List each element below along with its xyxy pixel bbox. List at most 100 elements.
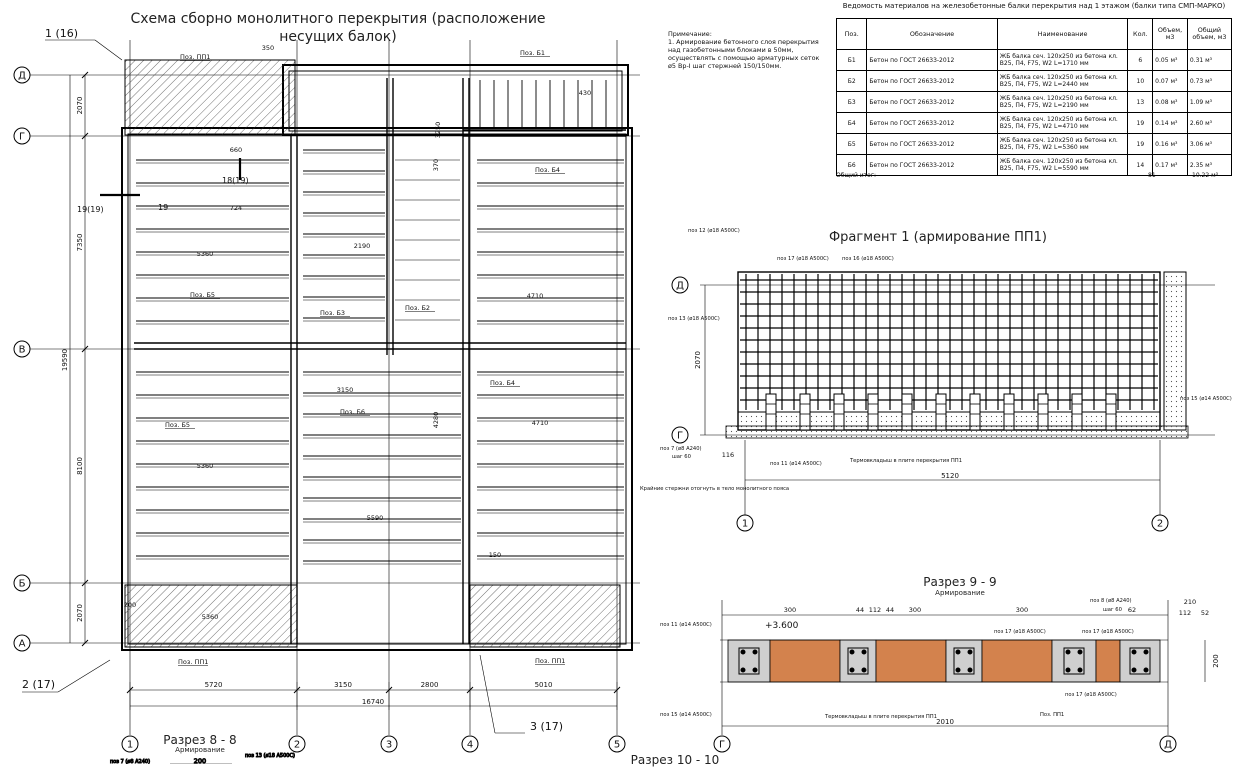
section-insert-block: [875, 639, 947, 683]
top-extension: [282, 64, 629, 136]
table-cell: Б6: [835, 154, 868, 176]
dim-left-value: 7350: [76, 234, 84, 252]
section-dim-value: 300: [909, 606, 921, 614]
note-text: 1. Армирование бетонного слоя перекрытия…: [668, 38, 820, 70]
beam-cage: [969, 393, 981, 431]
section-9-9-title: Разрез 9 - 9: [923, 575, 997, 589]
section-rebar-dot: [740, 667, 746, 673]
section-callout: поз 11 (ø14 А500С): [660, 622, 712, 628]
section-rebar-dot: [1143, 649, 1149, 655]
section-rebar-dot: [849, 649, 855, 655]
axis-bubble-col: [288, 735, 306, 753]
span-dim-label: 200: [124, 601, 136, 609]
section-axis-bubble-label: Г: [719, 740, 725, 751]
axis-bubble-row: [13, 574, 31, 592]
section-callout: поз 8 (ø8 А240): [1090, 598, 1132, 604]
section-stirrup: [847, 647, 869, 675]
fragment-dim-v-value: 2070: [694, 351, 702, 369]
section-concrete-block: [945, 639, 983, 683]
section-rebar-dot: [740, 649, 746, 655]
callout-label: 1 (16): [45, 27, 78, 40]
beam-cage: [867, 393, 879, 431]
section-rebar-dot: [967, 649, 973, 655]
fragment-callout: поз 15 (ø14 А500С): [1180, 396, 1232, 402]
span-dim-label: 4710: [527, 292, 544, 300]
section-callout: поз 15 (ø14 А500С): [660, 712, 712, 718]
position-label: Поз. ПП1: [178, 658, 208, 666]
beam-cage: [901, 393, 913, 431]
section-dim-total-value: 2010: [936, 718, 954, 726]
position-label: Поз. Б4: [535, 166, 560, 174]
fragment-axis-bubble: [671, 426, 689, 444]
section-axis-bubble: [1159, 735, 1177, 753]
slab-pp1-bottom-left: [124, 584, 298, 648]
fragment-callout: поз 7 (ø8 А240): [660, 446, 702, 452]
callout-leader: [94, 39, 123, 61]
callout-label: 19(19): [77, 205, 104, 214]
axis-bubble-row-label: В: [19, 345, 26, 356]
section-stirrup: [1129, 647, 1151, 675]
section-callout: шаг 60: [1103, 607, 1122, 613]
section-dim-value: 112: [869, 606, 881, 614]
fragment-callout: шаг 60: [672, 454, 691, 460]
span-dim-label: 660: [230, 146, 242, 154]
span-dim-label: 4710: [532, 419, 549, 427]
section-rebar-dot: [1131, 649, 1137, 655]
section-stirrup: [738, 647, 760, 675]
fragment-ground: [725, 425, 1189, 439]
beam-cage: [1071, 393, 1083, 431]
section-dim-value: 112: [1179, 609, 1191, 617]
total-volume: 10.22 м³: [1192, 172, 1219, 179]
dim-bottom-value: 2800: [421, 681, 439, 689]
table-cell: ЖБ балка сеч. 120х250 из бетона кл. В25,…: [996, 49, 1129, 71]
table-cell: ЖБ балка сеч. 120х250 из бетона кл. В25,…: [996, 112, 1129, 134]
axis-bubble-col: [608, 735, 626, 753]
axis-bubble-row: [13, 66, 31, 84]
axis-bubble-col: [461, 735, 479, 753]
beam-cage: [1003, 393, 1015, 431]
inner-wall-line: [127, 133, 627, 645]
plan-title: Схема сборно монолитного перекрытия (рас…: [130, 11, 546, 45]
section-concrete-block: [1119, 639, 1161, 683]
section-rebar-dot: [1077, 649, 1083, 655]
position-label: Поз. Б3: [320, 309, 345, 317]
span-dim-label: 150: [489, 551, 501, 559]
table-cell: 0.17 м³: [1152, 154, 1188, 176]
dim-tick: [81, 579, 89, 587]
section-dim-value: 62: [1128, 606, 1136, 614]
fragment-axis-bubble-label: Г: [677, 431, 683, 442]
fragment-axis-bubble: [736, 514, 754, 532]
section-rebar-dot: [1143, 667, 1149, 673]
top-extension-inner: [288, 70, 623, 132]
beam-cage: [1105, 393, 1117, 431]
dim-left-value: 8100: [76, 457, 84, 475]
fragment-callout: поз 12 (ø18 А500С): [688, 228, 740, 234]
table-cell: 1.09 м³: [1186, 91, 1233, 113]
dim-bottom-value: 5720: [205, 681, 223, 689]
axis-bubble-col-label: 2: [294, 740, 300, 751]
fragment-rebar: [700, 271, 1215, 515]
section-rebar-dot: [967, 667, 973, 673]
dim-bottom-value: 5010: [535, 681, 553, 689]
callout-label: 3 (17): [530, 720, 563, 733]
axis-bubble-row: [13, 340, 31, 358]
section-callout: поз 17 (ø18 А500С): [1065, 692, 1117, 698]
section-callout: поз 17 (ø18 А500С): [1082, 629, 1134, 635]
section-8-8-sub: Армирование: [175, 746, 225, 754]
dim-left-value: 2070: [76, 97, 84, 115]
axis-bubble-row-label: Б: [19, 579, 26, 590]
position-label: Поз. Б6: [340, 408, 365, 416]
span-dim-label: 724: [230, 204, 242, 212]
th-total: Общий объем, м3: [1186, 18, 1233, 50]
section-8-8: поз 7 (ø8 А240)поз 13 (ø18 А500С)200: [110, 753, 295, 764]
total-label: Общий итог:: [836, 172, 877, 179]
table-total-row: Общий итог: 81 10.22 м³: [836, 172, 1232, 182]
fragment-axis-bubble-label: Д: [676, 281, 684, 292]
section-axis-bubble: [713, 735, 731, 753]
section-rebar-dot: [861, 649, 867, 655]
span-dim-label: 4280: [432, 412, 440, 429]
